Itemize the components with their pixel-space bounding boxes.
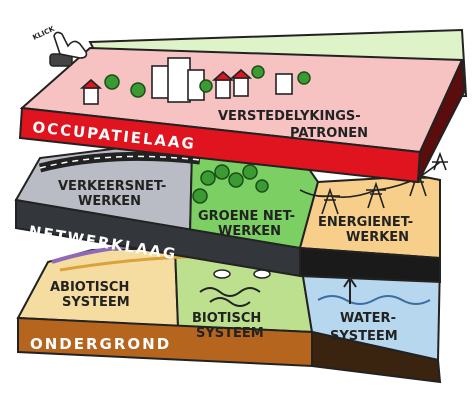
urbanization-line-1: VERSTEDELYKINGS-	[218, 109, 361, 124]
tree-icon	[255, 179, 269, 193]
house-icon	[233, 77, 249, 97]
abiotic-line-1: ABIOTISCH	[50, 280, 129, 295]
tree-icon-group	[104, 65, 311, 98]
traffic-line-2: WERKEN	[78, 194, 141, 209]
house-icon	[215, 79, 231, 99]
water-line-2: SYSTEEM	[330, 329, 398, 344]
tree-icon	[297, 71, 311, 85]
layer-occupatielaag: VERSTEDELYKINGS- PATRONEN OCCUPATIELAAG	[18, 28, 468, 184]
bug-icon	[213, 269, 231, 279]
tree-icon	[192, 188, 208, 204]
urbanization-line-2: PATRONEN	[290, 126, 368, 141]
water-wave-mark	[317, 295, 431, 305]
biotic-line-1: BIOTISCH	[192, 311, 261, 326]
water-line-1: WATER-	[340, 311, 396, 326]
green-line-1: GROENE NET-	[198, 209, 295, 224]
traffic-line-1: VERKEERSNET-	[58, 179, 166, 194]
road	[38, 151, 201, 173]
abiotic-system-label: ABIOTISCH SYSTEEM	[50, 280, 134, 310]
energy-line-1: ENERGIENET-	[318, 215, 413, 230]
netwerklaag-side	[299, 246, 441, 284]
energy-line-2: WERKEN	[346, 230, 409, 245]
biotic-wave-mark	[209, 297, 251, 307]
tree-icon	[251, 65, 265, 79]
tree-icon	[228, 172, 244, 188]
urbanization-label: VERSTEDELYKINGS- PATRONEN	[218, 109, 368, 141]
ondergrond-band-label: ONDERGROND	[30, 335, 171, 353]
tree-icon	[200, 170, 216, 186]
energy-network-label: ENERGIENET- WERKEN	[318, 215, 418, 245]
power-line	[299, 161, 441, 198]
biotic-wave-mark	[199, 287, 261, 297]
tree-icon	[130, 82, 146, 98]
tree-icon	[199, 79, 213, 93]
biotic-system-label: BIOTISCH SYSTEEM	[192, 311, 266, 341]
tree-icon	[104, 74, 120, 90]
hand-shape	[53, 31, 88, 59]
house-roof-icon	[229, 68, 253, 79]
ondergrond-side	[311, 330, 442, 384]
tree-icon	[242, 164, 258, 180]
house-icon	[83, 87, 99, 105]
building-icon	[275, 73, 293, 95]
biotic-line-2: SYSTEEM	[196, 326, 264, 341]
tree-icon-group	[192, 164, 269, 204]
tree-icon	[214, 164, 230, 180]
abiotic-line-2: SYSTEEM	[62, 295, 130, 310]
green-network-label: GROENE NET- WERKEN	[198, 209, 300, 239]
building-icon	[167, 57, 191, 103]
house-roof-icon	[79, 78, 103, 89]
building-icon-group	[79, 57, 293, 105]
click-label: KLICK	[31, 25, 56, 42]
occupatielaag-side	[417, 59, 466, 183]
house-roof-icon	[211, 70, 235, 81]
water-system-label: WATER- SYSTEEM	[330, 311, 401, 344]
traffic-network-label: VERKEERSNET- WERKEN	[58, 179, 171, 209]
green-line-2: WERKEN	[218, 224, 281, 239]
